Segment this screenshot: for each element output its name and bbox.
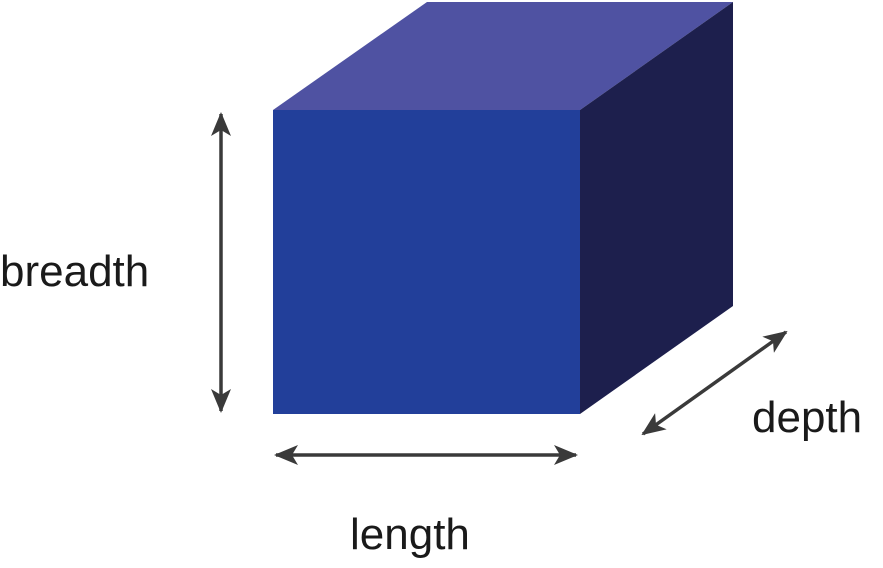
cuboid-front-face (273, 110, 580, 414)
cuboid-top-face (273, 2, 733, 110)
length-label: length (350, 510, 470, 559)
breadth-label: breadth (0, 247, 150, 296)
depth-arrow (641, 330, 788, 436)
cuboid-side-face (580, 2, 733, 414)
depth-label: depth (752, 393, 863, 442)
